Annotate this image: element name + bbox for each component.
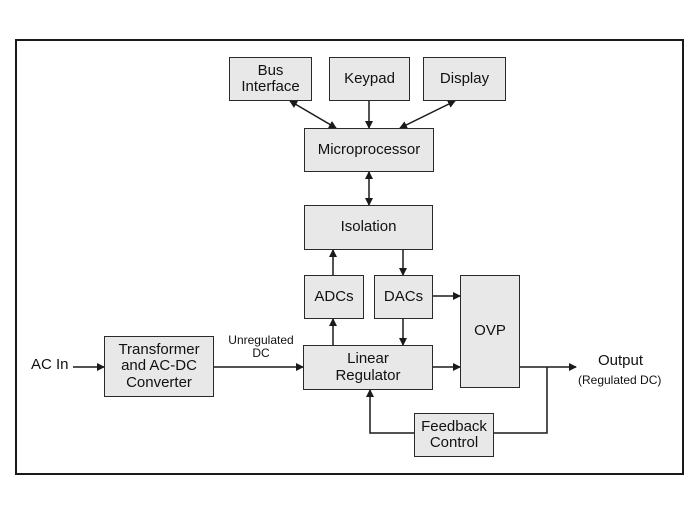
bus-interface-block: Bus Interface	[229, 57, 312, 101]
feedback-control-block: Feedback Control	[414, 413, 494, 457]
dacs-block: DACs	[374, 275, 433, 319]
linear-regulator-block: Linear Regulator	[303, 345, 433, 390]
keypad-block: Keypad	[329, 57, 410, 101]
adcs-block: ADCs	[304, 275, 364, 319]
ovp-block: OVP	[460, 275, 520, 388]
isolation-block: Isolation	[304, 205, 433, 250]
output-to-feedback-line	[494, 367, 548, 434]
transformer-block: Transformer and AC-DC Converter	[104, 336, 214, 397]
display-block: Display	[423, 57, 506, 101]
bus-to-micro-arrow	[289, 100, 337, 129]
unregulated-dc-label: Unregulated DC	[228, 333, 294, 361]
output-label: Output	[598, 352, 644, 369]
diagram-frame	[15, 39, 684, 475]
output-sub-label: (Regulated DC)	[578, 373, 662, 387]
display-to-micro-arrow	[399, 100, 456, 129]
ac-in-label: AC In	[31, 356, 69, 373]
feedback-to-regulator-arrow	[366, 389, 414, 434]
microprocessor-block: Microprocessor	[304, 128, 434, 172]
